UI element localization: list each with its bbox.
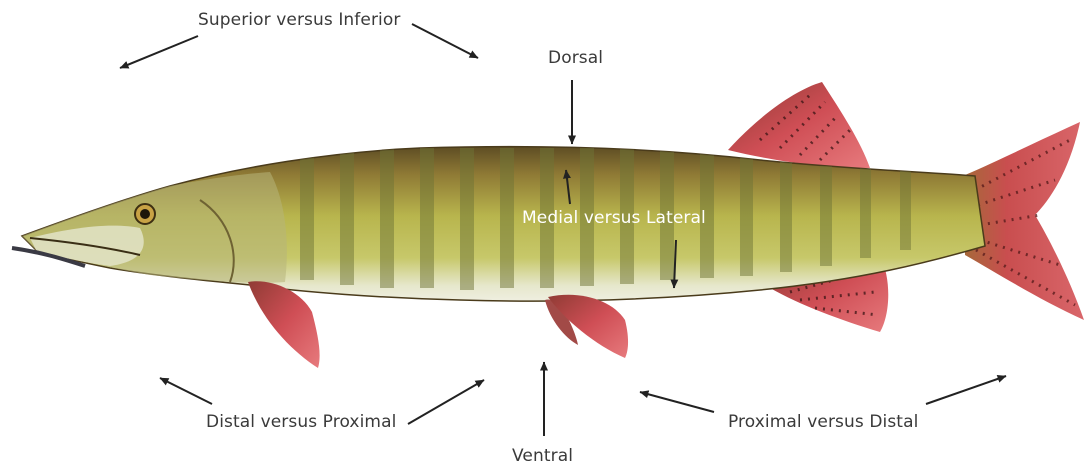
arrow-superior-left xyxy=(120,36,198,68)
arrow-distal-left xyxy=(160,378,212,404)
arrow-proximal-left xyxy=(640,392,714,412)
caudal-fin xyxy=(965,122,1084,320)
label-distal-proximal: Distal versus Proximal xyxy=(206,412,396,432)
fish-body xyxy=(12,147,985,301)
pelvic-fin xyxy=(545,295,628,358)
label-proximal-distal: Proximal versus Distal xyxy=(728,412,918,432)
arrow-proximal-right xyxy=(926,376,1006,404)
pectoral-fin xyxy=(248,281,320,368)
arrow-distal-right xyxy=(408,380,484,424)
label-superior-inferior: Superior versus Inferior xyxy=(198,10,400,30)
label-ventral: Ventral xyxy=(512,446,573,466)
arrow-superior-right xyxy=(412,24,478,58)
label-medial-lateral: Medial versus Lateral xyxy=(522,208,706,228)
dorsal-fin xyxy=(728,82,870,168)
label-dorsal: Dorsal xyxy=(548,48,603,68)
